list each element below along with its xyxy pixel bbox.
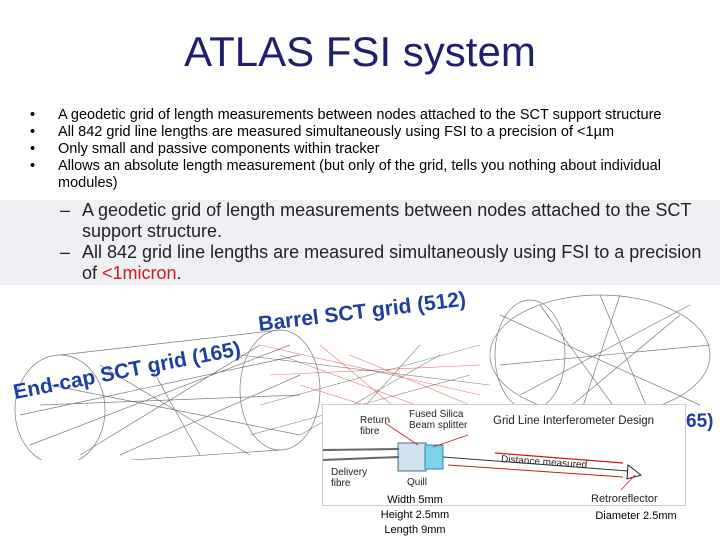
precision-highlight: <1micron [102, 263, 177, 283]
embedded-item-text: All 842 grid line lengths are measured s… [82, 242, 702, 283]
quill-dimension-line: Length 9mm [384, 524, 446, 536]
bullet-item: A geodetic grid of length measurements b… [28, 107, 698, 124]
endcap-label-fragment: 65) [686, 411, 714, 432]
return-fibre-label-line: fibre [360, 426, 380, 437]
interferometer-diagram: Grid Line Interferometer Design Return f… [322, 404, 686, 506]
slide-title: ATLAS FSI system [184, 28, 536, 75]
splitter-pointer [432, 434, 469, 448]
beam-splitter-label-line: Beam splitter [409, 420, 468, 431]
quill-housing [397, 442, 427, 472]
quill-dimension-line: Height 2.5mm [380, 509, 450, 521]
return-fibre-pointer [384, 422, 419, 446]
return-fibre-label: Return fibre [360, 415, 390, 437]
retroreflector-label: Retroreflector [591, 493, 658, 505]
beam-path [442, 456, 629, 472]
interferometer-drawing [323, 422, 643, 491]
beam-splitter-block [424, 444, 444, 470]
inset-title: Grid Line Interferometer Design [493, 415, 655, 427]
beam-splitter-label: Fused Silica Beam splitter [409, 409, 467, 431]
bullet-list: A geodetic grid of length measurements b… [28, 107, 698, 192]
delivery-fibre-label-line: Delivery [331, 467, 368, 478]
bullet-item: Only small and passive components within… [28, 141, 698, 158]
delivery-fibre-label: Delivery fibre [331, 467, 367, 489]
quill-dimension-line: Width 5mm [387, 494, 443, 506]
retro-pointer [620, 474, 636, 491]
retroreflector-prism [626, 464, 643, 480]
embedded-item: All 842 grid line lengths are measured s… [60, 242, 710, 284]
beam-splitter-label-line: Fused Silica [409, 409, 464, 420]
embedded-item-end: . [176, 263, 182, 283]
embedded-slide-text: A geodetic grid of length measurements b… [60, 200, 710, 284]
embedded-slide-image: A geodetic grid of length measurements b… [0, 200, 720, 285]
quill-label: Quill [407, 477, 428, 488]
embedded-item: A geodetic grid of length measurements b… [60, 200, 710, 242]
distance-arrow [494, 452, 624, 464]
retroreflector-dimensions: Diameter 2.5mm [595, 510, 677, 522]
return-fibre-label-line: Return [360, 415, 391, 426]
bullet-item: Allows an absolute length measurement (b… [28, 158, 698, 192]
return-fibre-line [323, 448, 400, 451]
quill-dimensions: Width 5mm Height 2.5mm Length 9mm [365, 493, 465, 538]
return-beam [447, 464, 624, 478]
delivery-fibre-label-line: fibre [331, 478, 351, 489]
bullet-item: All 842 grid line lengths are measured s… [28, 124, 698, 141]
delivery-fibre-line [323, 456, 400, 461]
